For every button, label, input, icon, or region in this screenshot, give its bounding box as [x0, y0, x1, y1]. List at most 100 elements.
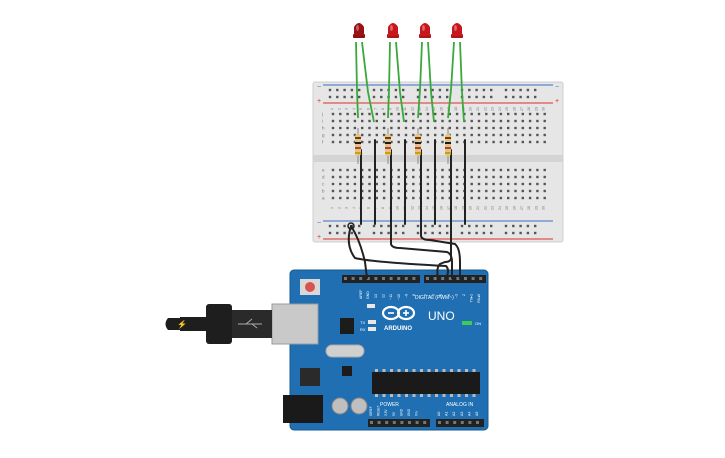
rail-hole — [343, 231, 346, 235]
rail-hole — [446, 231, 449, 235]
breadboard-hole — [441, 133, 444, 137]
breadboard-hole — [375, 196, 378, 200]
breadboard-hole — [528, 112, 532, 116]
breadboard-hole — [361, 133, 364, 137]
rail-plus-label-top: + — [317, 98, 321, 105]
breadboard-hole — [353, 133, 357, 137]
breadboard-hole — [485, 133, 488, 137]
column-number-top: 7 — [374, 108, 378, 110]
breadboard-hole — [492, 133, 495, 137]
breadboard-hole — [346, 126, 349, 130]
rail-hole — [490, 231, 493, 235]
rail-hole — [504, 231, 508, 235]
digital-header-right — [424, 275, 486, 283]
breadboard-hole — [441, 112, 444, 116]
column-number-bottom: 8 — [381, 207, 385, 209]
rail-hole — [372, 231, 376, 235]
rail-hole — [534, 224, 537, 228]
breadboard-hole — [448, 126, 451, 130]
breadboard-hole — [536, 112, 539, 116]
tx-label: TX — [360, 320, 365, 325]
rail-hole — [336, 95, 339, 99]
breadboard-hole — [361, 175, 364, 179]
led-leg — [361, 41, 375, 123]
breadboard-hole — [397, 182, 400, 186]
rail-hole — [468, 95, 471, 99]
breadboard[interactable]: − + − + − + 1122334455667788991010111112… — [312, 81, 564, 243]
dc-power-jack — [283, 395, 323, 423]
arduino-model-text: UNO — [428, 309, 455, 323]
rail-hole — [431, 88, 434, 92]
breadboard-hole — [492, 182, 495, 186]
rail-hole — [402, 95, 405, 99]
rail-hole — [416, 88, 420, 92]
resistor-band — [445, 152, 451, 154]
breadboard-hole — [521, 182, 524, 186]
resistor — [385, 134, 391, 156]
resistor-band — [385, 142, 391, 144]
column-number-top: 29 — [534, 107, 538, 111]
column-number-top: 16 — [440, 107, 444, 111]
breadboard-hole — [477, 119, 481, 123]
row-letter: f — [322, 140, 324, 145]
digital-pin-label: RX◂0 — [477, 294, 481, 303]
rail-hole — [394, 88, 398, 92]
breadboard-hole — [485, 196, 488, 200]
resistor — [355, 134, 361, 156]
breadboard-hole — [448, 112, 451, 116]
column-number-bottom: 6 — [367, 207, 371, 209]
breadboard-hole — [536, 168, 539, 172]
breadboard-hole — [339, 140, 342, 144]
rail-hole — [534, 231, 537, 235]
column-number-top: 1 — [330, 108, 334, 110]
led-leg — [459, 41, 465, 123]
column-number-bottom: 21 — [476, 206, 480, 210]
breadboard-hole — [448, 168, 451, 172]
breadboard-hole — [339, 182, 342, 186]
black-wire — [436, 149, 453, 279]
header-pin — [415, 421, 419, 424]
breadboard-hole — [455, 182, 459, 186]
breadboard-hole — [521, 112, 524, 116]
header-pin — [412, 277, 416, 280]
gnd-rail-wire-end — [347, 222, 355, 230]
breadboard-hole — [346, 189, 349, 193]
resistor-band — [415, 147, 421, 149]
black-wires — [347, 139, 466, 279]
breadboard-hole — [361, 168, 364, 172]
column-number-top: 5 — [359, 108, 363, 110]
column-number-top: 11 — [403, 107, 407, 111]
chip-leg — [442, 394, 446, 397]
breadboard-hole — [499, 182, 503, 186]
column-number-top: 25 — [505, 107, 509, 111]
header-pin — [366, 277, 370, 280]
rail-minus-label-top-right: − — [555, 84, 559, 91]
resistor-band — [415, 137, 421, 139]
voltage-regulator — [300, 368, 320, 386]
column-number-top: 24 — [498, 107, 502, 111]
reset-button[interactable] — [305, 282, 315, 292]
breadboard-hole — [339, 196, 342, 200]
breadboard-hole — [368, 168, 371, 172]
breadboard-hole — [492, 175, 495, 179]
breadboard-hole — [434, 126, 437, 130]
breadboard-hole — [536, 196, 539, 200]
rail-hole — [394, 224, 398, 228]
rail-hole — [372, 88, 376, 92]
usb-cable[interactable]: ⚡ — [165, 304, 273, 344]
rail-hole — [424, 95, 427, 99]
breadboard-hole — [470, 196, 473, 200]
rail-hole — [416, 231, 420, 235]
column-number-bottom: 26 — [513, 206, 517, 210]
breadboard-hole — [455, 133, 459, 137]
rail-hole — [490, 224, 493, 228]
rail-hole — [482, 224, 486, 228]
arduino-uno-board[interactable]: ARDUINO UNO ON TX RX DIGITAL (PWM~) POWE… — [271, 269, 489, 431]
rail-hole — [475, 231, 478, 235]
rail-hole — [438, 88, 442, 92]
breadboard-hole — [492, 168, 495, 172]
rail-hole — [475, 224, 478, 228]
rail-hole — [387, 231, 390, 235]
breadboard-hole — [426, 175, 430, 179]
